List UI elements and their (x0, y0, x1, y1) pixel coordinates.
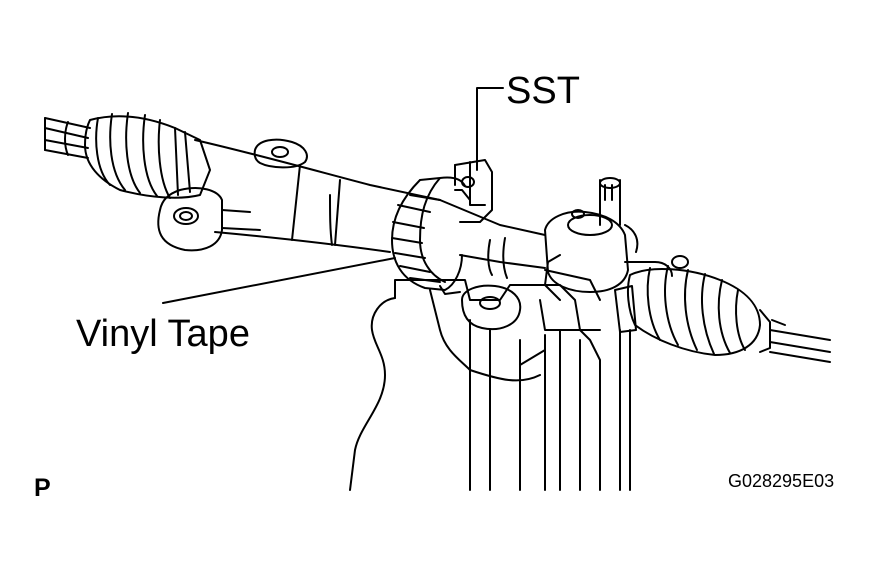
right-boot (614, 265, 761, 356)
figure-code: G028295E03 (728, 471, 835, 491)
left-mount-ear (157, 187, 261, 252)
upper-left-mount (253, 138, 308, 169)
mounting-bracket (349, 269, 631, 491)
sst-leader-line (476, 87, 504, 171)
vinyl-tape-leader-line (162, 257, 396, 304)
rack-housing (194, 139, 546, 279)
lower-mount (461, 284, 522, 330)
pinion-housing (544, 177, 689, 301)
left-tie-rod (44, 117, 91, 159)
sst-label: SST (506, 70, 580, 112)
right-tie-rod (759, 309, 831, 363)
vinyl-tape-label: Vinyl Tape (76, 313, 250, 355)
view-marker: P (34, 474, 51, 502)
sst-clamp (391, 159, 493, 295)
leader-lines (162, 87, 504, 304)
left-boot (84, 112, 211, 199)
